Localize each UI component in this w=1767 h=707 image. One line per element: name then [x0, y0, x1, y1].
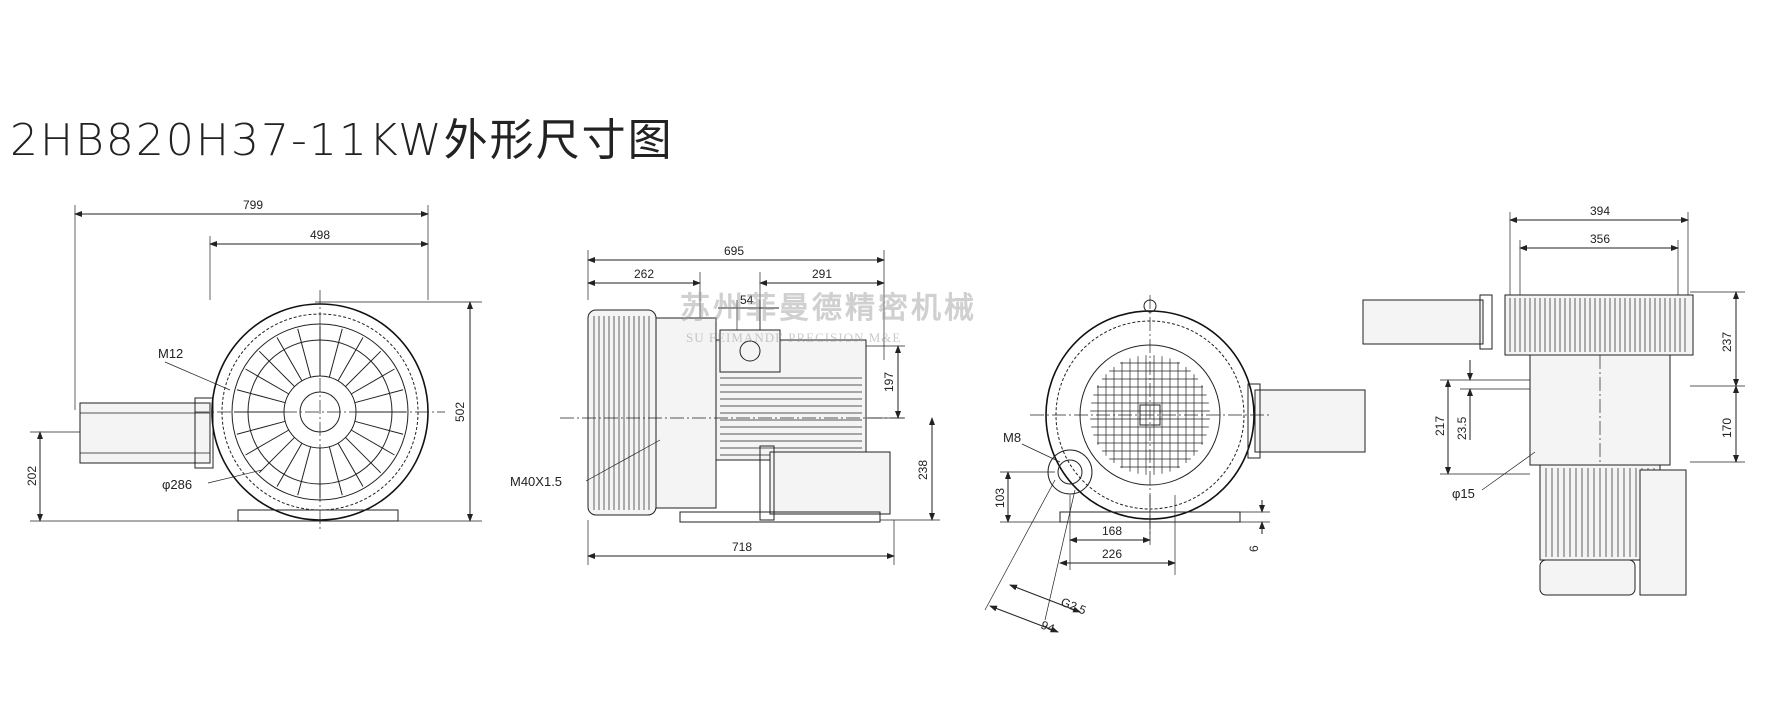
label-m40: M40X1.5: [510, 474, 562, 489]
dim-502: 502: [453, 402, 467, 422]
top-view: 394 356 237 170 217: [1362, 204, 1745, 596]
label-m12: M12: [158, 346, 183, 361]
dim-170: 170: [1720, 418, 1734, 438]
label-d15: φ15: [1452, 486, 1475, 501]
side-view: 695 262 291 54 197 238 718: [510, 244, 940, 565]
dim-262: 262: [634, 267, 654, 281]
dim-197: 197: [882, 372, 896, 392]
drawing-title: 2HB820H37-11KW外形尺寸图: [10, 115, 674, 166]
outlet-pipe: [79, 402, 211, 464]
dim-202: 202: [25, 466, 39, 486]
dim-6: 6: [1247, 545, 1261, 552]
dim-226: 226: [1102, 547, 1122, 561]
dim-498: 498: [310, 228, 330, 242]
dim-394: 394: [1590, 204, 1610, 218]
dim-718: 718: [732, 540, 752, 554]
dim-237: 237: [1720, 332, 1734, 352]
dim-103: 103: [993, 488, 1007, 508]
dim-168: 168: [1102, 524, 1122, 538]
label-d286: φ286: [162, 477, 192, 492]
dim-94: 94: [1039, 618, 1057, 636]
watermark-text: 苏州菲曼德精密机械: [680, 291, 977, 326]
dim-217: 217: [1433, 416, 1447, 436]
dim-235: 23.5: [1455, 416, 1469, 440]
front-view: 799 498 502 202 M12: [25, 198, 482, 530]
dim-54: 54: [740, 293, 754, 307]
label-m8: M8: [1003, 430, 1021, 445]
back-view: 103 168 226 6 G2.5 94 M8: [984, 295, 1366, 636]
watermark-subtext: SU FEIMANDE PRECISION M&E: [686, 330, 902, 345]
dim-238: 238: [916, 460, 930, 480]
dim-695: 695: [724, 244, 744, 258]
dim-291: 291: [812, 267, 832, 281]
dim-799: 799: [243, 198, 263, 212]
dim-g25: G2.5: [1059, 595, 1089, 618]
dim-356: 356: [1590, 232, 1610, 246]
